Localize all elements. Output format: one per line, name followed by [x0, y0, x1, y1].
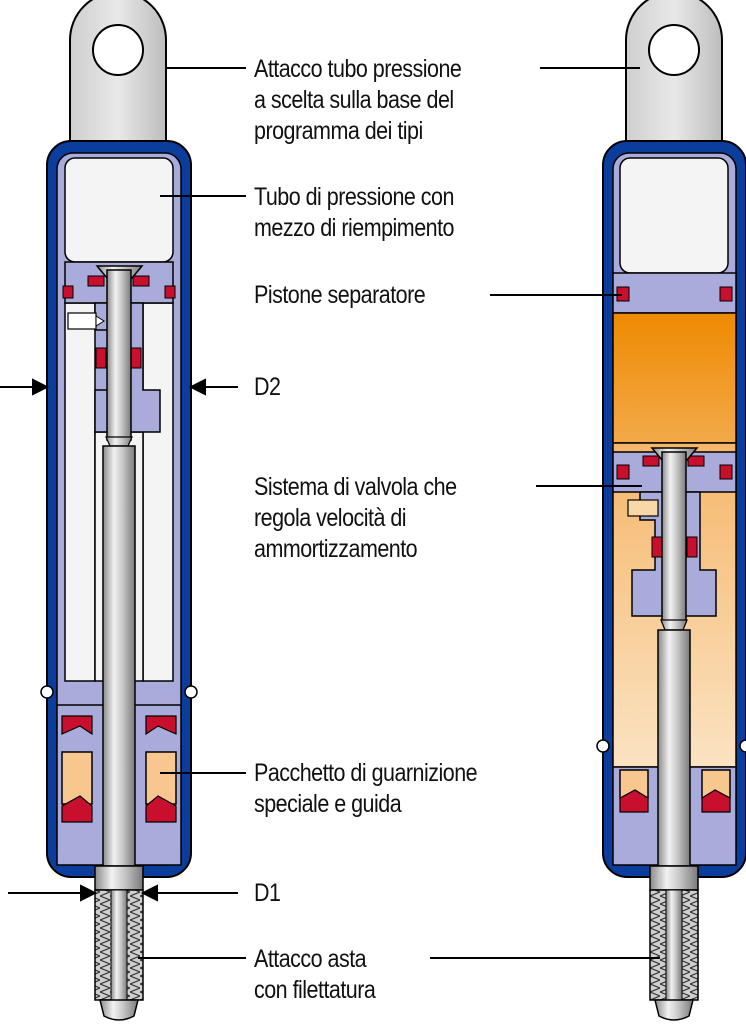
d1-arrow-left	[8, 884, 98, 902]
label-tubo-pressione: Tubo di pressione con mezzo di riempimen…	[254, 182, 455, 244]
label-attacco-asta-line-2: con filettatura	[254, 976, 376, 1004]
label-pistone-separatore-line-1: Pistone separatore	[254, 281, 426, 309]
label-attacco-tubo-line-3: programma dei tipi	[254, 117, 423, 145]
label-d1-text: D1	[254, 879, 281, 907]
label-attacco-tubo-line-1: Attacco tubo pressione	[254, 55, 462, 83]
label-pacchetto-line-2: speciale e guida	[254, 790, 402, 818]
right-gas-chamber	[612, 312, 737, 444]
label-sistema-valvola-line-3: ammortizzamento	[254, 535, 418, 563]
label-d2-text: D2	[254, 373, 281, 401]
dimension-arrows	[0, 378, 238, 902]
d1-arrow-right	[140, 884, 238, 902]
label-pistone-separatore: Pistone separatore	[254, 280, 426, 311]
label-pacchetto-line-1: Pacchetto di guarnizione	[254, 759, 478, 787]
right-top-eye	[625, 0, 723, 146]
label-attacco-tubo-line-2: a scelta sulla base del	[254, 86, 454, 114]
label-d2: D2	[254, 372, 281, 403]
right-separator-piston	[612, 272, 737, 314]
left-piston-rod	[94, 269, 144, 1021]
right-piston-rod	[649, 451, 699, 1021]
label-sistema-valvola-line-2: regola velocità di	[254, 504, 407, 532]
label-attacco-asta-line-1: Attacco asta	[254, 945, 367, 973]
label-attacco-tubo: Attacco tubo pressione a scelta sulla ba…	[254, 54, 462, 147]
right-pressure-tube	[619, 157, 729, 274]
d2-arrow-left	[0, 378, 50, 396]
leader-lines	[138, 67, 660, 959]
right-gas-spring	[596, 0, 746, 1021]
label-attacco-asta: Attacco asta con filettatura	[254, 944, 376, 1006]
label-tubo-pressione-line-2: mezzo di riempimento	[254, 214, 455, 242]
d2-arrow-right	[188, 378, 238, 396]
label-d1: D1	[254, 878, 281, 909]
label-sistema-valvola-line-1: Sistema di valvola che	[254, 473, 457, 501]
left-gas-spring	[40, 0, 198, 1021]
label-sistema-valvola: Sistema di valvola che regola velocità d…	[254, 472, 457, 565]
left-top-eye	[69, 0, 167, 146]
label-pacchetto: Pacchetto di guarnizione speciale e guid…	[254, 758, 478, 820]
label-tubo-pressione-line-1: Tubo di pressione con	[254, 183, 454, 211]
